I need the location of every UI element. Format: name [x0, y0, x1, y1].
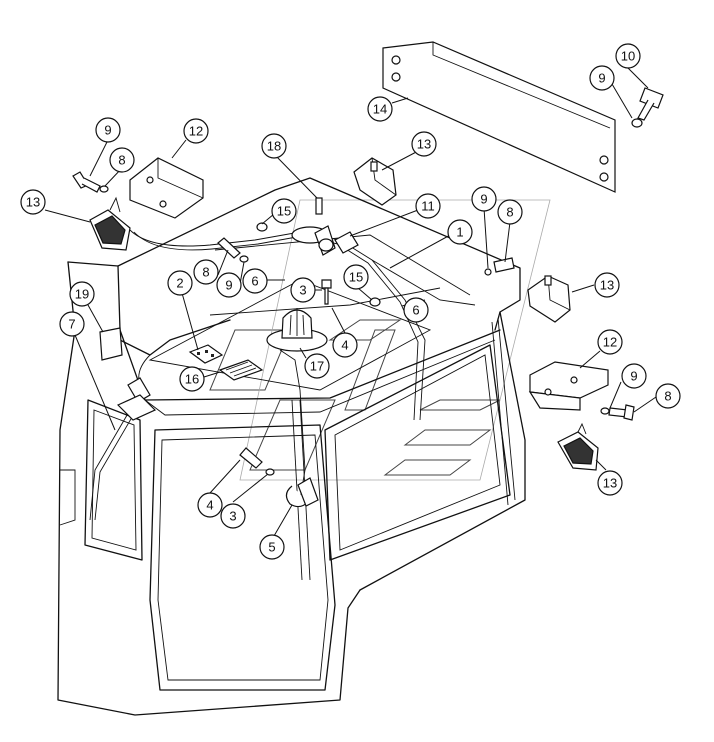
side-decal [99, 327, 123, 361]
callout-label: 8 [664, 389, 671, 404]
callout-label: 9 [104, 123, 111, 138]
callout-15: 15 [343, 264, 369, 290]
callout-6: 6 [403, 297, 429, 323]
work-lamp-top-left [89, 196, 131, 251]
callout-13: 13 [20, 189, 46, 215]
callout-9: 9 [589, 65, 615, 91]
callout-label: 17 [310, 359, 324, 374]
roof-bolt-left [217, 237, 249, 263]
callout-19: 19 [69, 281, 95, 307]
callout-7: 7 [59, 311, 85, 337]
plug-grommets [256, 222, 381, 307]
beacon-light [266, 308, 328, 352]
mount-bracket-top-left [129, 157, 204, 219]
callout-11: 11 [415, 193, 441, 219]
callout-label: 9 [630, 369, 637, 384]
callout-label: 8 [118, 153, 125, 168]
callout-14: 14 [367, 96, 393, 122]
callout-13: 13 [597, 470, 623, 496]
switch-panel [188, 344, 224, 364]
bolt-top-right [631, 87, 664, 128]
callout-label: 15 [349, 270, 363, 285]
callout-label: 7 [68, 317, 75, 332]
wiring-harness [129, 229, 476, 501]
callout-16: 16 [179, 366, 205, 392]
callout-label: 13 [417, 137, 431, 152]
work-lamp-bottom-right [557, 422, 599, 471]
callout-8: 8 [655, 383, 681, 409]
callout-label: 4 [341, 338, 348, 353]
callout-4: 4 [197, 492, 223, 518]
callout-1: 1 [447, 219, 473, 245]
callout-label: 9 [598, 71, 605, 86]
callout-label: 10 [621, 49, 635, 64]
bolt-top-left [72, 171, 109, 193]
callout-label: 5 [268, 540, 275, 555]
mount-bracket-right [528, 361, 609, 411]
dome-light-assembly [291, 197, 359, 256]
callout-3: 3 [220, 503, 246, 529]
callout-10: 10 [615, 43, 641, 69]
callout-9: 9 [471, 186, 497, 212]
callout-15: 15 [271, 198, 297, 224]
callout-label: 11 [421, 199, 435, 214]
callout-label: 14 [373, 102, 387, 117]
callout-13: 13 [411, 131, 437, 157]
callout-3: 3 [290, 277, 316, 303]
callout-label: 8 [506, 205, 513, 220]
callout-label: 6 [412, 303, 419, 318]
callout-label: 6 [251, 274, 258, 289]
callout-5: 5 [259, 534, 285, 560]
callout-8: 8 [109, 147, 135, 173]
work-lamp-right [527, 275, 571, 323]
callout-12: 12 [597, 329, 623, 355]
callout-label: 1 [456, 225, 463, 240]
callout-label: 12 [603, 335, 617, 350]
callout-9: 9 [95, 117, 121, 143]
rear-hook [285, 477, 319, 508]
callout-label: 12 [189, 124, 203, 139]
callout-12: 12 [183, 118, 209, 144]
callout-4: 4 [332, 332, 358, 358]
callout-6: 6 [242, 268, 268, 294]
light-bar-bracket [382, 41, 616, 193]
callout-label: 16 [185, 372, 199, 387]
callout-label: 3 [229, 509, 236, 524]
lower-bolt [239, 447, 275, 476]
watermark-logo [209, 199, 551, 481]
callout-label: 8 [202, 265, 209, 280]
callout-label: 9 [225, 278, 232, 293]
callout-label: 18 [267, 139, 281, 154]
callout-label: 2 [176, 276, 183, 291]
decal-label [218, 359, 264, 381]
roof-bolt-center [321, 279, 332, 305]
callout-label: 13 [603, 476, 617, 491]
callout-13: 13 [594, 272, 620, 298]
callout-8: 8 [497, 199, 523, 225]
callout-17: 17 [304, 353, 330, 379]
mirror-arm [89, 377, 157, 521]
callout-label: 9 [480, 192, 487, 207]
callout-label: 19 [75, 287, 89, 302]
callout-label: 4 [206, 498, 213, 513]
bolt-right [600, 404, 635, 421]
work-lamp-top-center [353, 157, 397, 206]
callout-9: 9 [621, 363, 647, 389]
callout-9: 9 [216, 272, 242, 298]
callout-label: 13 [600, 278, 614, 293]
roof-bolt-right [484, 257, 515, 276]
callout-18: 18 [261, 133, 287, 159]
callout-label: 13 [26, 195, 40, 210]
callout-label: 3 [299, 283, 306, 298]
callout-label: 15 [277, 204, 291, 219]
cab-body [57, 177, 526, 716]
callout-2: 2 [167, 270, 193, 296]
callout-8: 8 [193, 259, 219, 285]
